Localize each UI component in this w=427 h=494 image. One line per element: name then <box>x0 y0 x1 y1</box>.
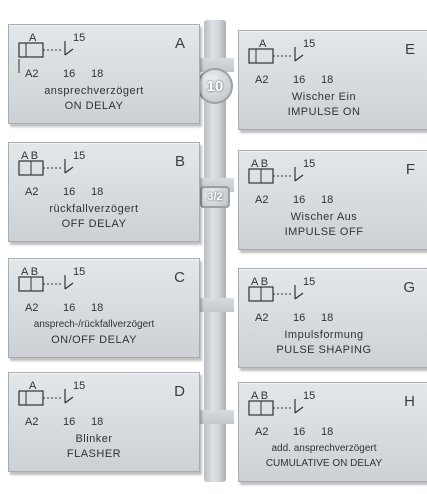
symbol-top-label: A B <box>251 276 268 288</box>
tag-b: A B 15 A2 16 18 B rückfallverzögert OFF … <box>8 142 200 242</box>
tag-e: A 15 A2 16 18 E Wischer Ein IMPULSE ON <box>238 30 427 130</box>
symbol-pin: 18 <box>91 186 103 198</box>
symbol-pin-top: 15 <box>73 266 85 278</box>
symbol-pin: 16 <box>293 426 305 438</box>
symbol-top-label: A B <box>21 266 38 278</box>
tag-g: A B 15 A2 16 18 G Impulsformung PULSE SH… <box>238 268 427 368</box>
tag-label-en: OFF DELAY <box>61 218 127 230</box>
tag-label-de: Impulsformung <box>284 329 364 341</box>
symbol-bottom-left: A2 <box>25 186 38 198</box>
symbol-pin: 18 <box>91 416 103 428</box>
tag-letter: A <box>174 35 185 52</box>
tag-label-en: IMPULSE OFF <box>284 226 364 238</box>
symbol-pin: 18 <box>321 312 333 324</box>
symbol-pin-top: 15 <box>303 390 315 402</box>
tag-letter: C <box>174 269 185 286</box>
symbol-top-label: A <box>29 380 37 392</box>
relay-symbol-icon: A 15 A2 16 18 <box>18 380 103 428</box>
center-badge-round: 10 <box>197 68 233 104</box>
symbol-pin: 16 <box>63 416 75 428</box>
runner-rung <box>194 298 234 312</box>
center-badge-small: 3/2 <box>200 186 230 208</box>
runner-rung <box>194 58 234 72</box>
tag-label-en: PULSE SHAPING <box>276 344 372 356</box>
tag-label-de: Blinker <box>75 433 113 445</box>
tag-c: A B 15 A2 16 18 C ansprech-/rückfallverz… <box>8 258 200 358</box>
symbol-pin: 18 <box>321 74 333 86</box>
symbol-pin: 16 <box>63 302 75 314</box>
symbol-bottom-left: A2 <box>255 312 268 324</box>
symbol-bottom-left: A2 <box>255 426 268 438</box>
tag-d: A 15 A2 16 18 D Blinker FLASHER <box>8 372 200 472</box>
symbol-pin: 16 <box>63 68 75 80</box>
symbol-pin: 16 <box>293 312 305 324</box>
runner-rung <box>194 410 234 424</box>
tag-label-en: FLASHER <box>66 448 122 460</box>
relay-symbol-icon: A 15 A2 16 18 <box>248 38 333 86</box>
tag-label-en: ON DELAY <box>64 100 124 112</box>
tag-h: A B 15 A2 16 18 H add. ansprechverzögert… <box>238 382 427 482</box>
tag-label-en: CUMULATIVE ON DELAY <box>265 458 383 469</box>
relay-symbol-icon: A B 15 A2 16 18 <box>248 158 333 206</box>
symbol-pin-top: 15 <box>73 380 85 392</box>
symbol-bottom-left: A2 <box>25 302 38 314</box>
symbol-pin-top: 15 <box>73 150 85 162</box>
tag-label-de: ansprech-/rückfallverzögert <box>33 319 155 330</box>
symbol-top-label: A <box>259 38 267 50</box>
vertical-runner <box>204 20 226 482</box>
symbol-bottom-left: A2 <box>255 74 268 86</box>
tag-label-en: ON/OFF DELAY <box>51 334 137 346</box>
symbol-pin: 18 <box>91 302 103 314</box>
symbol-pin-top: 15 <box>303 38 315 50</box>
symbol-pin-top: 15 <box>73 32 85 44</box>
symbol-pin: 16 <box>293 194 305 206</box>
tag-letter: G <box>403 279 415 296</box>
symbol-top-label: A B <box>251 390 268 402</box>
symbol-top-label: A <box>29 32 37 44</box>
tag-letter: B <box>174 153 185 170</box>
relay-symbol-icon: A B 15 A2 16 18 <box>18 266 103 314</box>
tag-label-de: ansprechverzögert <box>44 85 144 97</box>
tag-label-de: add. ansprechverzögert <box>271 443 377 454</box>
symbol-top-label: A B <box>251 158 268 170</box>
tag-f: A B 15 A2 16 18 F Wischer Aus IMPULSE OF… <box>238 150 427 250</box>
relay-symbol-icon: A 15 A2 16 18 <box>18 32 103 80</box>
symbol-pin-top: 15 <box>303 158 315 170</box>
tag-label-en: IMPULSE ON <box>287 106 361 118</box>
tag-letter: E <box>404 41 415 58</box>
relay-symbol-icon: A B 15 A2 16 18 <box>248 390 333 438</box>
symbol-pin: 18 <box>321 194 333 206</box>
symbol-pin-top: 15 <box>303 276 315 288</box>
tag-letter: F <box>405 161 415 178</box>
tag-letter: H <box>404 393 415 410</box>
tag-label-de: Wischer Aus <box>290 211 358 223</box>
tag-letter: D <box>174 383 185 400</box>
tag-label-de: rückfallverzögert <box>49 203 139 215</box>
symbol-pin: 16 <box>293 74 305 86</box>
symbol-bottom-left: A2 <box>25 68 38 80</box>
tag-label-de: Wischer Ein <box>291 91 357 103</box>
symbol-pin: 16 <box>63 186 75 198</box>
relay-symbol-icon: A B 15 A2 16 18 <box>248 276 333 324</box>
symbol-pin: 18 <box>91 68 103 80</box>
symbol-bottom-left: A2 <box>25 416 38 428</box>
relay-symbol-icon: A B 15 A2 16 18 <box>18 150 103 198</box>
tag-a: A 15 A2 16 18 A ansprechverzögert ON DEL… <box>8 24 200 124</box>
symbol-top-label: A B <box>21 150 38 162</box>
symbol-pin: 18 <box>321 426 333 438</box>
symbol-bottom-left: A2 <box>255 194 268 206</box>
